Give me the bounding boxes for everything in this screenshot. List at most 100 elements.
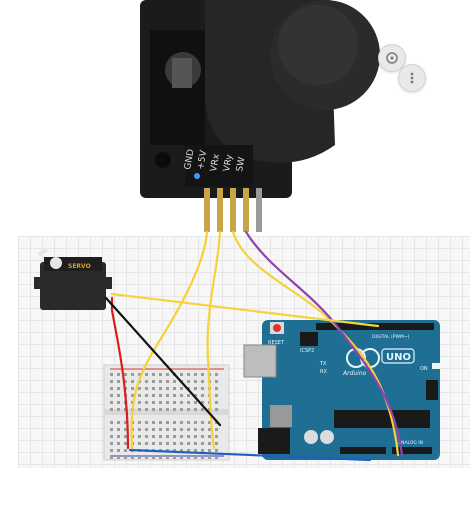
breadboard-hole[interactable] [117,408,120,411]
servo-motor[interactable]: SERVO [34,247,112,310]
breadboard-hole[interactable] [173,401,176,404]
header-pin[interactable] [230,188,236,232]
breadboard-hole[interactable] [180,456,183,459]
breadboard-hole[interactable] [201,401,204,404]
breadboard-hole[interactable] [166,456,169,459]
breadboard-hole[interactable] [145,428,148,431]
wire-yellow-signal[interactable] [110,292,380,328]
breadboard-hole[interactable] [208,442,211,445]
breadboard-hole[interactable] [187,421,190,424]
breadboard-hole[interactable] [110,408,113,411]
breadboard-hole[interactable] [166,380,169,383]
breadboard-hole[interactable] [194,380,197,383]
breadboard-hole[interactable] [110,456,113,459]
breadboard-hole[interactable] [201,421,204,424]
breadboard-hole[interactable] [166,373,169,376]
breadboard-hole[interactable] [110,421,113,424]
breadboard-hole[interactable] [173,435,176,438]
breadboard-hole[interactable] [117,456,120,459]
header-pin[interactable] [243,188,249,232]
breadboard-hole[interactable] [110,442,113,445]
breadboard-hole[interactable] [131,373,134,376]
breadboard-hole[interactable] [124,373,127,376]
breadboard-hole[interactable] [110,401,113,404]
breadboard-hole[interactable] [180,408,183,411]
breadboard-hole[interactable] [152,421,155,424]
breadboard-hole[interactable] [208,456,211,459]
breadboard-hole[interactable] [131,456,134,459]
crosshair-icon[interactable] [378,44,406,72]
breadboard-hole[interactable] [208,428,211,431]
breadboard-hole[interactable] [201,408,204,411]
breadboard-hole[interactable] [145,380,148,383]
breadboard-hole[interactable] [159,442,162,445]
header-pin[interactable] [217,188,223,232]
breadboard-hole[interactable] [194,449,197,452]
breadboard-hole[interactable] [194,401,197,404]
breadboard-hole[interactable] [194,387,197,390]
breadboard-hole[interactable] [152,428,155,431]
breadboard-hole[interactable] [117,421,120,424]
breadboard-hole[interactable] [152,456,155,459]
breadboard-hole[interactable] [215,387,218,390]
breadboard-hole[interactable] [187,456,190,459]
breadboard-hole[interactable] [110,435,113,438]
wire-yellow-5v[interactable] [206,230,222,450]
breadboard-hole[interactable] [124,421,127,424]
breadboard-hole[interactable] [110,428,113,431]
breadboard-hole[interactable] [166,387,169,390]
breadboard-hole[interactable] [201,428,204,431]
breadboard-hole[interactable] [180,373,183,376]
breadboard-hole[interactable] [124,428,127,431]
breadboard-hole[interactable] [208,435,211,438]
breadboard-hole[interactable] [145,435,148,438]
breadboard-hole[interactable] [145,373,148,376]
breadboard-hole[interactable] [194,435,197,438]
breadboard-hole[interactable] [215,401,218,404]
breadboard-hole[interactable] [145,421,148,424]
breadboard-hole[interactable] [194,421,197,424]
breadboard-hole[interactable] [152,380,155,383]
breadboard-hole[interactable] [145,387,148,390]
breadboard-hole[interactable] [138,401,141,404]
breadboard-hole[interactable] [173,421,176,424]
breadboard-hole[interactable] [166,421,169,424]
header-pin[interactable] [204,188,210,232]
breadboard-hole[interactable] [194,394,197,397]
breadboard-hole[interactable] [166,435,169,438]
breadboard-hole[interactable] [117,387,120,390]
breadboard-hole[interactable] [215,373,218,376]
breadboard-hole[interactable] [187,408,190,411]
breadboard-hole[interactable] [117,373,120,376]
more-icon[interactable] [398,64,426,92]
breadboard-hole[interactable] [215,449,218,452]
breadboard-hole[interactable] [166,394,169,397]
breadboard-hole[interactable] [187,401,190,404]
breadboard-hole[interactable] [138,394,141,397]
breadboard-hole[interactable] [180,387,183,390]
breadboard-hole[interactable] [124,380,127,383]
breadboard-hole[interactable] [159,421,162,424]
breadboard-hole[interactable] [159,380,162,383]
breadboard-hole[interactable] [173,408,176,411]
breadboard-hole[interactable] [180,401,183,404]
breadboard-hole[interactable] [187,394,190,397]
breadboard-hole[interactable] [152,442,155,445]
breadboard-hole[interactable] [152,394,155,397]
breadboard-hole[interactable] [159,401,162,404]
breadboard-hole[interactable] [201,380,204,383]
breadboard-hole[interactable] [145,456,148,459]
breadboard-hole[interactable] [138,408,141,411]
wire-yellow-gnd[interactable] [130,230,209,450]
breadboard-hole[interactable] [187,449,190,452]
breadboard-hole[interactable] [194,442,197,445]
breadboard-hole[interactable] [208,421,211,424]
breadboard-hole[interactable] [159,456,162,459]
breadboard-hole[interactable] [152,435,155,438]
breadboard-hole[interactable] [208,449,211,452]
breadboard-hole[interactable] [173,449,176,452]
joystick-module[interactable]: GND +5V VRx VRy SW [140,0,380,232]
breadboard-hole[interactable] [110,449,113,452]
reset-button-cap[interactable] [273,324,281,332]
